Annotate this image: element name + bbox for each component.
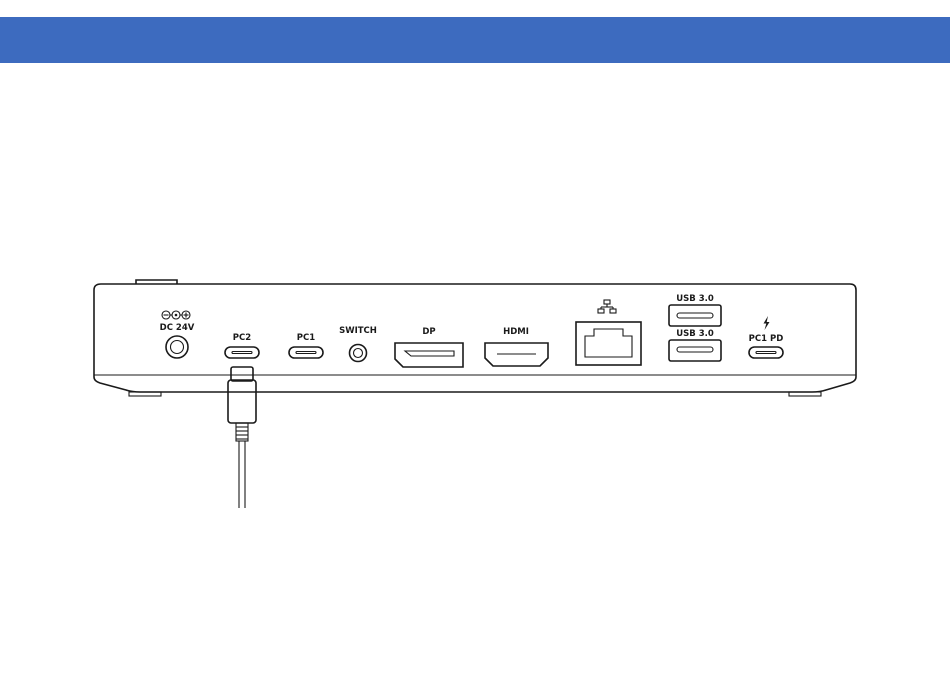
switch-button [350, 345, 367, 362]
pc1-usb-c-port [289, 347, 323, 358]
usb-top-label: USB 3.0 [676, 294, 714, 304]
pc1-label: PC1 [297, 333, 315, 343]
ethernet-port [576, 322, 641, 365]
usb-a-port-bottom [669, 340, 721, 361]
lightning-bolt-icon [764, 316, 770, 330]
dc-polarity-icon [162, 311, 190, 319]
switch-label: SWITCH [339, 326, 377, 336]
dc-24v-label: DC 24V [160, 323, 195, 333]
usb-bottom-label: USB 3.0 [676, 329, 714, 339]
displayport-port [395, 343, 463, 367]
hdmi-label: HDMI [503, 327, 529, 337]
pc2-usb-c-port [225, 347, 259, 358]
dp-label: DP [422, 327, 435, 337]
pc1-pd-usb-c-port [749, 347, 783, 358]
usb-a-port-top [669, 305, 721, 326]
hdmi-port [485, 343, 548, 366]
pc2-label: PC2 [233, 333, 251, 343]
dock-body [94, 284, 856, 396]
network-icon [598, 300, 616, 313]
dc-jack [166, 336, 188, 358]
usb-c-cable [228, 367, 256, 508]
pc1-pd-label: PC1 PD [749, 334, 784, 344]
